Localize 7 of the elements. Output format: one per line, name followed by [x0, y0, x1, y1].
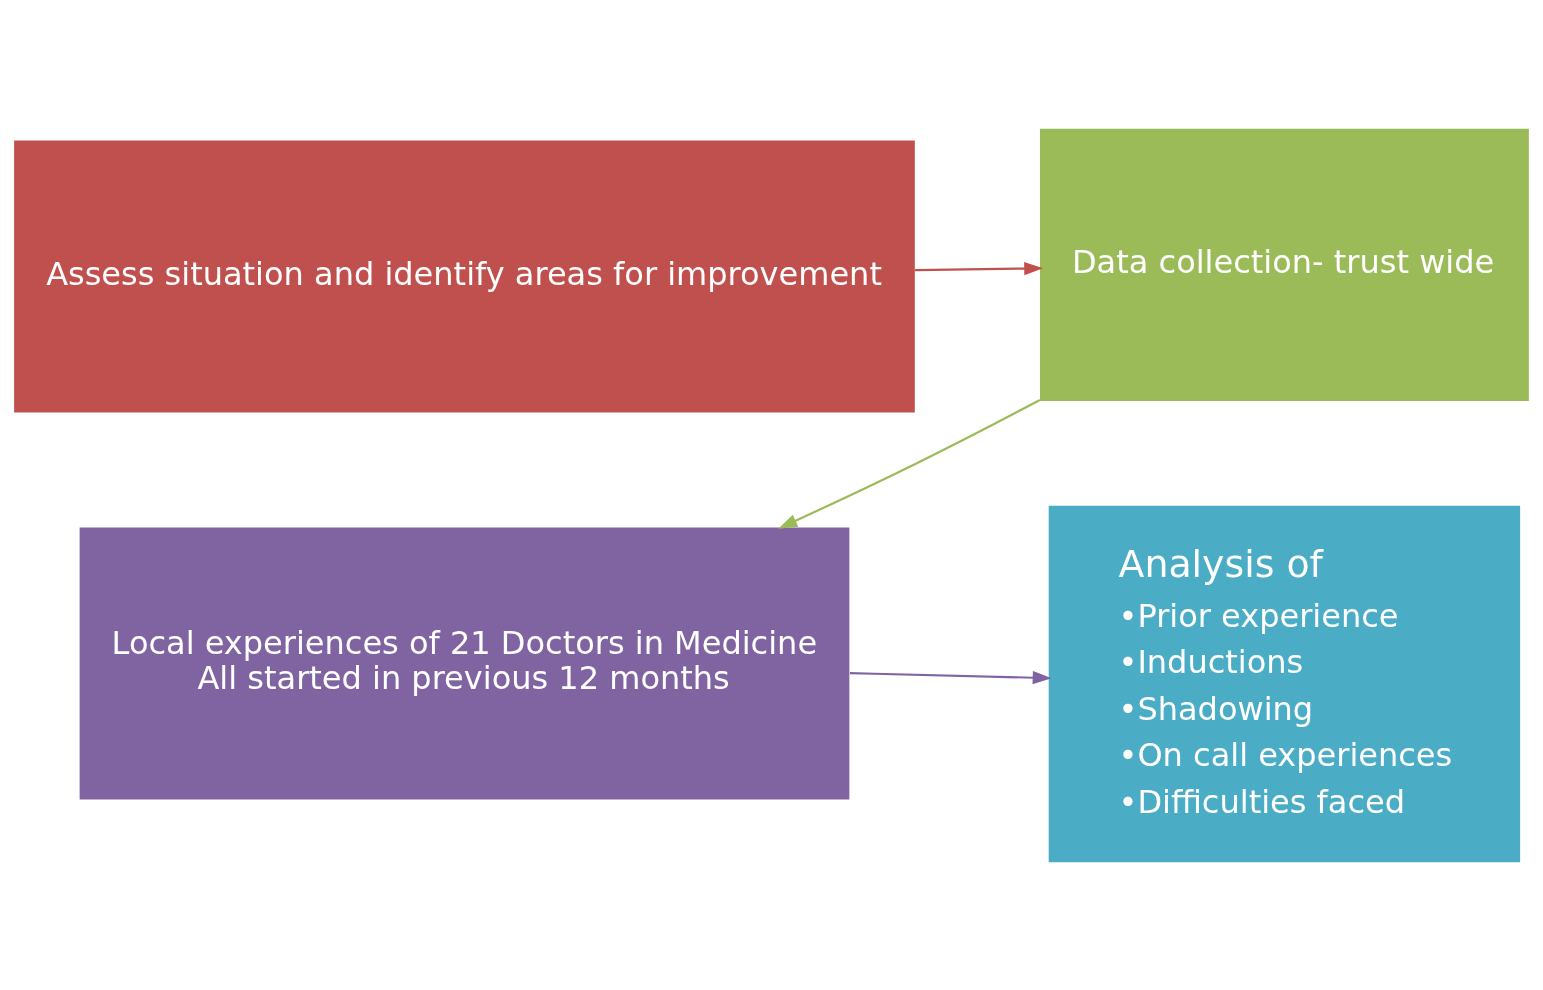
arrow: [915, 261, 1044, 275]
arrow: [849, 670, 1052, 684]
node-box: Assess situation and identify areas for improvement: [14, 139, 915, 413]
arrow: [778, 398, 1041, 529]
node-box: Analysis of •Prior experience •Inductions •Shadowing •On call experiences •Difficulties faced: [1048, 505, 1521, 862]
node-box: Data collection- trust wide: [1039, 128, 1529, 401]
node-box: Local experiences of 21 Doctors in Medicine All started in previous 12 months: [79, 527, 850, 800]
